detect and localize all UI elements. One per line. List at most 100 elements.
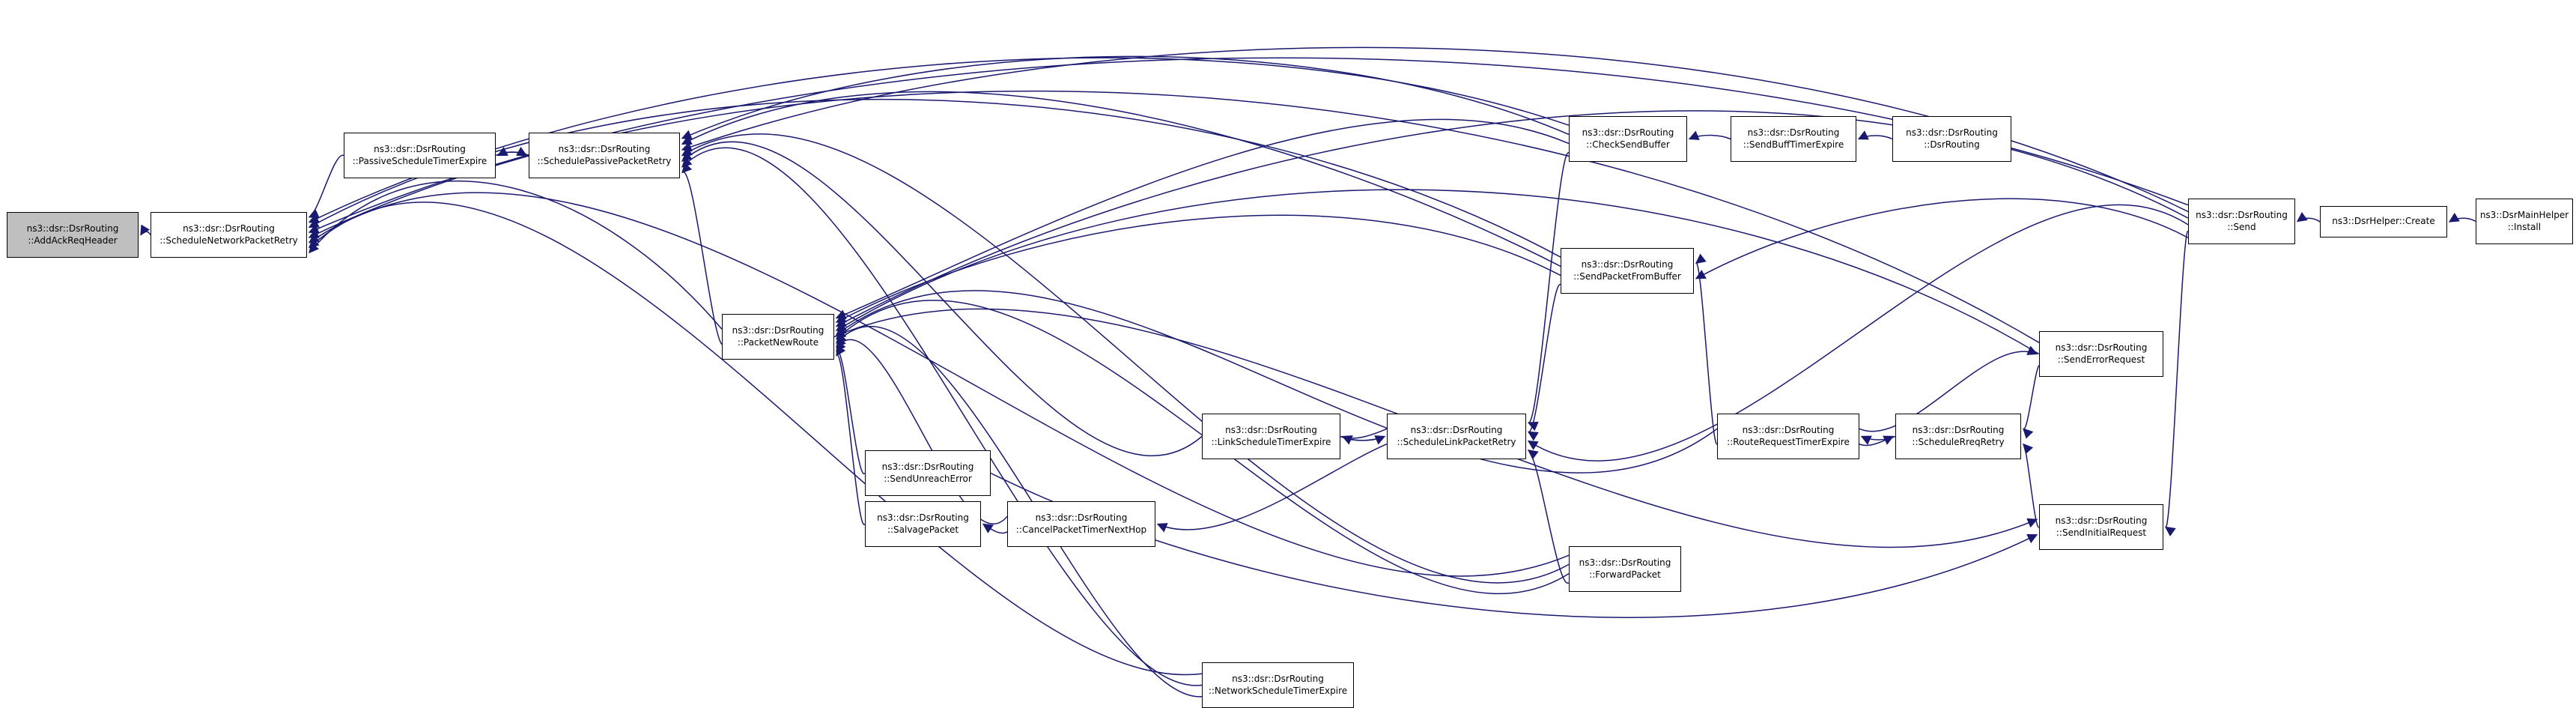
call-edge-checksendbuffer-to-schedulelinkpacketretry [1527,152,1570,432]
graph-node-label: ns3::dsr::DsrRouting [1581,258,1674,270]
call-edge-schedulenetworkpacketretry-to-addackreqheader [140,224,151,236]
graph-node-label: ::SendErrorRequest [2057,354,2145,365]
call-edge-routerequesttimerexpire-to-senderrorrequest [1859,345,2038,432]
graph-node-label: ns3::dsr::DsrRouting [374,143,466,154]
graph-node-label: ns3::dsr::DsrRouting [1747,127,1840,138]
graph-node-sendpacketfrombuffer[interactable]: ns3::dsr::DsrRouting::SendPacketFromBuff… [1561,248,1694,294]
call-edge-checksendbuffer-to-schedulepassivepacketretry [681,55,1570,140]
call-edge-cancelpackettimernexthop-to-packetnewroute [836,336,1008,524]
graph-node-networkscheduletimerexpire[interactable]: ns3::dsr::DsrRouting::NetworkScheduleTim… [1202,662,1354,708]
graph-node-checksendbuffer[interactable]: ns3::dsr::DsrRouting::CheckSendBuffer [1569,116,1687,162]
graph-node-label: ::PacketNewRoute [737,336,819,348]
call-edge-send-to-sendinitialrequest [2164,230,2189,536]
graph-node-label: ns3::dsr::DsrRouting [558,143,651,154]
graph-node-forwardpacket[interactable]: ns3::dsr::DsrRouting::ForwardPacket [1569,546,1681,592]
call-edge-senderrorrequest-to-packetnewroute [835,189,2040,355]
call-edge-forwardpacket-to-schedulelinkpacketretry [1527,449,1570,584]
call-edge-sendbufftimerexpire-to-checksendbuffer [1688,130,1731,140]
call-edge-dsrrouting-to-sendbufftimerexpire [1857,130,1893,140]
graph-node-label: ::ScheduleNetworkPacketRetry [160,235,298,246]
graph-node-sendunreacherror[interactable]: ns3::dsr::DsrRouting::SendUnreachError [865,450,991,496]
call-edge-schedulelinkpacketretry-to-linkscheduletimerexpire [1341,428,1388,445]
call-edge-dsrhelpercreate-to-send [2296,211,2321,223]
graph-node-label: ::ScheduleRreqRetry [1912,436,2005,447]
graph-node-passivescheduletimerexpire[interactable]: ns3::dsr::DsrRouting::PassiveScheduleTim… [344,133,496,178]
graph-node-schedulelinkpacketretry[interactable]: ns3::dsr::DsrRouting::ScheduleLinkPacket… [1387,414,1526,459]
graph-node-label: ns3::dsr::DsrRouting [26,223,119,234]
graph-node-label: ns3::dsr::DsrRouting [2055,342,2148,353]
graph-node-label: ::SendBuffTimerExpire [1743,139,1844,150]
graph-node-label: ::ScheduleLinkPacketRetry [1397,436,1516,447]
call-edge-send-to-sendpacketfrombuffer [1695,198,2189,279]
graph-node-label: ::RouteRequestTimerExpire [1727,436,1850,447]
graph-node-dsrmainhelperinstall[interactable]: ns3::DsrMainHelper::Install [2476,199,2573,244]
graph-node-label: ::SendPacketFromBuffer [1573,270,1681,282]
graph-node-dsrhelpercreate[interactable]: ns3::DsrHelper::Create [2320,206,2447,237]
graph-node-salvagepacket[interactable]: ns3::dsr::DsrRouting::SalvagePacket [865,501,981,547]
call-edge-schedulelinkpacketretry-to-cancelpackettimernexthop [1156,444,1388,533]
graph-node-label: ns3::dsr::DsrRouting [1579,557,1671,568]
call-edge-checksendbuffer-to-packetnewroute [835,118,1570,319]
graph-node-label: ns3::DsrHelper::Create [2332,216,2435,227]
graph-node-label: ns3::dsr::DsrRouting [1742,424,1835,435]
graph-node-schedulenetworkpacketretry[interactable]: ns3::dsr::DsrRouting::ScheduleNetworkPac… [151,212,307,258]
call-edge-schedulepassivepacketretry-to-passivescheduletimerexpire [496,146,529,157]
call-edge-packetnewroute-to-schedulepassivepacketretry [681,162,723,345]
graph-node-label: ns3::dsr::DsrRouting [2055,515,2148,526]
call-edge-salvagepacket-to-packetnewroute [836,345,866,525]
call-edge-send-to-schedulelinkpacketretry [1527,204,2189,462]
graph-node-send[interactable]: ns3::dsr::DsrRouting::Send [2188,199,2295,244]
call-edge-sendpacketfrombuffer-to-schedulelinkpacketretry [1527,284,1561,441]
graph-node-label: ::Install [2507,221,2542,232]
graph-node-label: ns3::dsr::DsrRouting [2196,209,2288,220]
call-edge-forwardpacket-to-schedulepassivepacketretry [681,133,1570,584]
graph-node-packetnewroute[interactable]: ns3::dsr::DsrRouting::PacketNewRoute [722,314,834,360]
graph-node-schedulepassivepacketretry[interactable]: ns3::dsr::DsrRouting::SchedulePassivePac… [529,133,680,178]
graph-node-label: ::CancelPacketTimerNextHop [1015,524,1147,535]
graph-node-addackreqheader[interactable]: ns3::dsr::DsrRouting::AddAckReqHeader [7,212,139,258]
graph-node-label: ns3::dsr::DsrRouting [732,324,824,336]
graph-node-label: ns3::dsr::DsrRouting [1035,512,1128,523]
graph-node-label: ::DsrRouting [1924,139,1980,150]
call-edge-linkscheduletimerexpire-to-schedulepassivepacketretry [681,141,1203,457]
graph-node-label: ns3::dsr::DsrRouting [1410,424,1503,435]
graph-node-routerequesttimerexpire[interactable]: ns3::dsr::DsrRouting::RouteRequestTimerE… [1717,414,1859,459]
call-edge-senderrorrequest-to-schedulerreqretry [2023,365,2040,439]
call-edge-networkscheduletimerexpire-to-schedulenetworkpacketretry [308,202,1203,676]
graph-node-label: ns3::dsr::DsrRouting [1225,424,1317,435]
graph-node-cancelpackettimernexthop[interactable]: ns3::dsr::DsrRouting::CancelPacketTimerN… [1007,501,1155,547]
graph-node-label: ns3::dsr::DsrRouting [1912,424,2005,435]
call-edge-routerequesttimerexpire-to-packetnewroute [835,290,1718,473]
graph-node-senderrorrequest[interactable]: ns3::dsr::DsrRouting::SendErrorRequest [2039,331,2163,377]
graph-node-label: ns3::dsr::DsrRouting [877,512,969,523]
graph-node-label: ::LinkScheduleTimerExpire [1211,436,1331,447]
graph-node-label: ::AddAckReqHeader [28,235,118,246]
graph-node-label: ns3::dsr::DsrRouting [881,461,974,472]
graph-node-label: ::ForwardPacket [1589,569,1661,580]
graph-node-label: ::SendInitialRequest [2056,527,2147,538]
graph-node-label: ns3::dsr::DsrRouting [183,223,275,234]
graph-node-sendinitialrequest[interactable]: ns3::dsr::DsrRouting::SendInitialRequest [2039,504,2163,550]
graph-node-label: ns3::dsr::DsrRouting [1232,673,1324,684]
call-edge-networkscheduletimerexpire-to-packetnewroute [836,326,1203,698]
call-edge-dsrmainhelperinstall-to-dsrhelpercreate [2448,212,2476,223]
graph-node-label: ns3::dsr::DsrRouting [1906,127,1998,138]
call-edge-forwardpacket-to-schedulenetworkpacketretry [308,192,1570,577]
graph-node-linkscheduletimerexpire[interactable]: ns3::dsr::DsrRouting::LinkScheduleTimerE… [1202,414,1340,459]
graph-node-label: ns3::DsrMainHelper [2479,209,2569,220]
graph-node-label: ::Send [2227,221,2256,232]
graph-node-label: ns3::dsr::DsrRouting [1582,127,1674,138]
graph-node-label: ::SendUnreachError [884,473,972,484]
call-edge-packetnewroute-to-schedulenetworkpacketretry [309,180,723,330]
call-edge-sendpacketfrombuffer-to-schedulepassivepacketretry [681,91,1561,267]
graph-node-sendbufftimerexpire[interactable]: ns3::dsr::DsrRouting::SendBuffTimerExpir… [1731,116,1856,162]
call-edge-cancelpackettimernexthop-to-salvagepacket [982,523,1008,534]
graph-node-schedulerreqretry[interactable]: ns3::dsr::DsrRouting::ScheduleRreqRetry [1895,414,2021,459]
call-edge-routerequesttimerexpire-to-schedulerreqretry [1859,435,1895,447]
graph-node-label: ::CheckSendBuffer [1586,139,1670,150]
graph-node-dsrrouting[interactable]: ns3::dsr::DsrRouting::DsrRouting [1892,116,2011,162]
graph-node-label: ::PassiveScheduleTimerExpire [352,155,487,166]
